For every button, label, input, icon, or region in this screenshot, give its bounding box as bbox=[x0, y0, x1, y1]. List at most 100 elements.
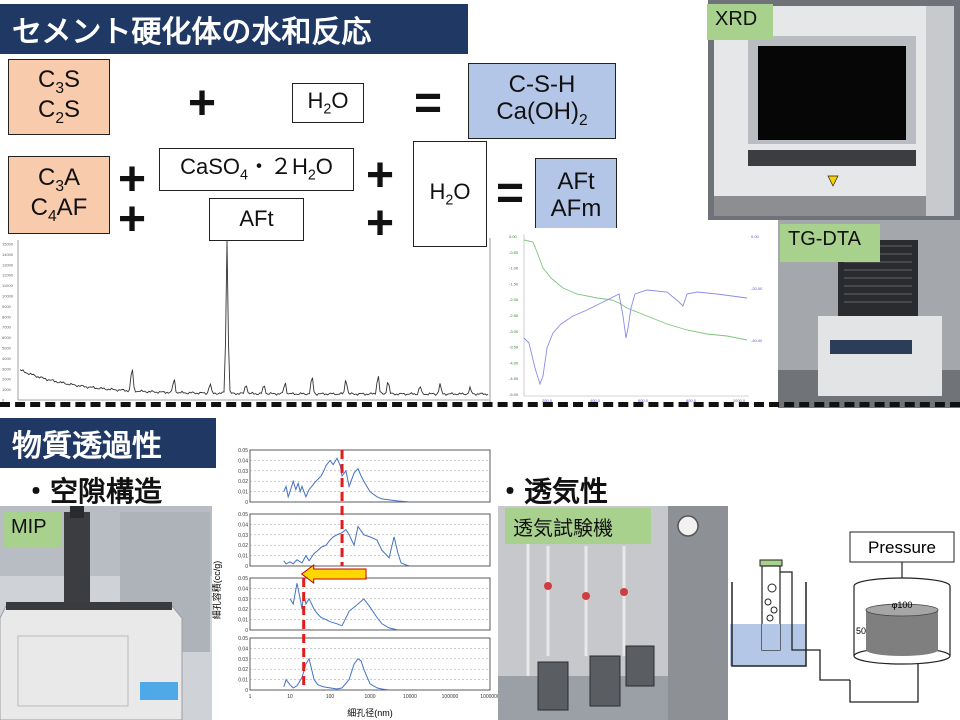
xrd-label: XRD bbox=[707, 4, 773, 40]
pore-y-tick: 0.05 bbox=[238, 512, 248, 518]
product-afm: AFm bbox=[550, 195, 602, 222]
pore-y-tick: 0 bbox=[245, 564, 248, 570]
tg-right-tick: -40.00 bbox=[751, 338, 762, 343]
xrd-y-tick: 6000 bbox=[2, 335, 12, 340]
pore-y-tick: 0 bbox=[245, 688, 248, 694]
xrd-y-tick: 12000 bbox=[2, 273, 14, 278]
pore-y-tick: 0.02 bbox=[238, 667, 248, 673]
pore-series-line bbox=[283, 657, 390, 691]
pore-x-tick: 10000 bbox=[403, 694, 417, 700]
pore-series-line bbox=[283, 525, 411, 567]
reactant-c3a: C3A bbox=[37, 163, 81, 195]
diameter-label: φ100 bbox=[892, 600, 913, 610]
pore-x-tick: 100 bbox=[326, 694, 335, 700]
pressure-label: Pressure bbox=[868, 538, 936, 557]
pore-y-tick: 0.05 bbox=[238, 636, 248, 642]
reactant-aluminates-box: C3A C4AF bbox=[8, 156, 110, 234]
x-axis-label: 細孔径(nm) bbox=[347, 707, 393, 718]
pore-y-tick: 0.01 bbox=[238, 554, 248, 560]
pore-series-line bbox=[289, 583, 399, 631]
product-csh: C-S-H bbox=[508, 71, 576, 99]
tg-left-tick: -1.00 bbox=[509, 266, 519, 271]
pore-y-tick: 0.03 bbox=[238, 469, 248, 475]
tg-dta-chart: 0.00-0.50-1.00-1.50-2.00-2.50-3.00-3.50-… bbox=[507, 228, 762, 404]
pore-y-tick: 0.01 bbox=[238, 678, 248, 684]
plus-sign: + bbox=[118, 153, 147, 206]
pore-y-tick: 0.04 bbox=[238, 646, 248, 652]
pore-y-tick: 0.03 bbox=[238, 597, 248, 603]
pore-x-tick: 1000000 bbox=[480, 694, 500, 700]
reactant-c3s: C3S bbox=[37, 65, 81, 97]
air-permeability-heading: ・透気性 bbox=[496, 476, 609, 507]
xrd-pattern-chart: 1500014000130001200011000100009000800070… bbox=[2, 238, 491, 403]
reactant-silicates-box: C3S C2S bbox=[8, 59, 110, 135]
pore-y-tick: 0.03 bbox=[238, 533, 248, 539]
product-caoh2: Ca(OH)2 bbox=[496, 98, 588, 130]
tg-x-tick: 600.0 bbox=[638, 398, 649, 403]
aft-reactant-box: AFt bbox=[209, 198, 304, 241]
pore-y-tick: 0.03 bbox=[238, 657, 248, 663]
pore-y-tick: 0 bbox=[245, 628, 248, 634]
plus-sign: + bbox=[366, 149, 395, 202]
reactant-c4af: C4AF bbox=[30, 194, 88, 225]
permeability-tester-label: 透気試験機 bbox=[505, 508, 651, 544]
tg-dta-label: TG-DTA bbox=[780, 224, 880, 262]
pore-y-tick: 0.05 bbox=[238, 576, 248, 582]
xrd-y-tick: 15000 bbox=[2, 242, 14, 247]
air-permeability-schematic: Pressure φ100 50 bbox=[730, 531, 955, 703]
xrd-y-tick: 11000 bbox=[2, 283, 14, 288]
tg-left-tick: 0.00 bbox=[509, 234, 518, 239]
tg-x-tick: 800.0 bbox=[686, 398, 697, 403]
gypsum-box: CaSO4・２H2O bbox=[159, 148, 354, 191]
xrd-y-tick: 3000 bbox=[2, 366, 12, 371]
pore-structure-heading: ・空隙構造 bbox=[22, 476, 163, 507]
product-aft-afm-box: AFt AFm bbox=[535, 158, 617, 234]
reactant-c2s: C2S bbox=[37, 96, 81, 127]
water-box: H2O bbox=[413, 141, 487, 247]
pore-y-tick: 0.01 bbox=[238, 618, 248, 624]
section-title: 物質透過性 bbox=[0, 418, 216, 468]
pore-y-tick: 0.04 bbox=[238, 522, 248, 528]
pore-x-tick: 10 bbox=[287, 694, 293, 700]
mip-label: MIP bbox=[3, 512, 61, 548]
product-aft: AFt bbox=[557, 168, 595, 196]
pore-series-line bbox=[283, 457, 411, 503]
xrd-y-tick: 7000 bbox=[2, 325, 12, 330]
pore-panel-frame bbox=[249, 449, 491, 503]
xrd-y-tick: 14000 bbox=[2, 252, 14, 257]
water-box: H2O bbox=[292, 83, 364, 123]
xrd-y-tick: 5000 bbox=[2, 346, 12, 351]
xrd-y-tick: 2000 bbox=[2, 377, 12, 382]
xrd-y-tick: 8000 bbox=[2, 314, 12, 319]
plus-sign: + bbox=[118, 193, 147, 246]
tg-left-tick: -2.00 bbox=[509, 297, 519, 302]
xrd-y-tick: 10000 bbox=[2, 294, 14, 299]
pore-y-tick: 0.04 bbox=[238, 586, 248, 592]
xrd-y-tick: 0 bbox=[2, 398, 5, 403]
pore-y-tick: 0.01 bbox=[238, 490, 248, 496]
tg-left-tick: -3.00 bbox=[509, 329, 519, 334]
equals-sign: = bbox=[414, 77, 443, 130]
xrd-instrument-photo bbox=[708, 0, 960, 220]
y-axis-label: 細孔容積(cc/g) bbox=[212, 561, 222, 620]
pore-panel-frame bbox=[249, 577, 491, 631]
pore-y-tick: 0.05 bbox=[238, 448, 248, 454]
tg-left-tick: -5.00 bbox=[509, 392, 519, 397]
xrd-y-tick: 13000 bbox=[2, 262, 14, 267]
pore-panel-frame bbox=[249, 637, 491, 691]
pore-size-distribution-chart: 細孔容積(cc/g) 細孔径(nm) 0 0.01 0.02 0.03 0.04 0.05… bbox=[212, 448, 500, 718]
pore-panel-frame bbox=[249, 513, 491, 567]
tg-right-tick: -20.00 bbox=[751, 286, 762, 291]
section-divider bbox=[0, 402, 960, 407]
product-csh-box: C-S-H Ca(OH)2 bbox=[468, 63, 616, 139]
plus-sign: + bbox=[188, 77, 217, 130]
pore-x-tick: 1 bbox=[249, 694, 252, 700]
pore-shift-arrow bbox=[300, 564, 367, 584]
tg-left-tick: -3.50 bbox=[509, 345, 519, 350]
tg-right-tick: 0.00 bbox=[751, 234, 760, 239]
tg-left-tick: -1.50 bbox=[509, 281, 519, 286]
xrd-y-tick: 4000 bbox=[2, 356, 12, 361]
xrd-y-tick: 1000 bbox=[2, 387, 12, 392]
xrd-y-tick: 9000 bbox=[2, 304, 12, 309]
pore-y-tick: 0.02 bbox=[238, 607, 248, 613]
